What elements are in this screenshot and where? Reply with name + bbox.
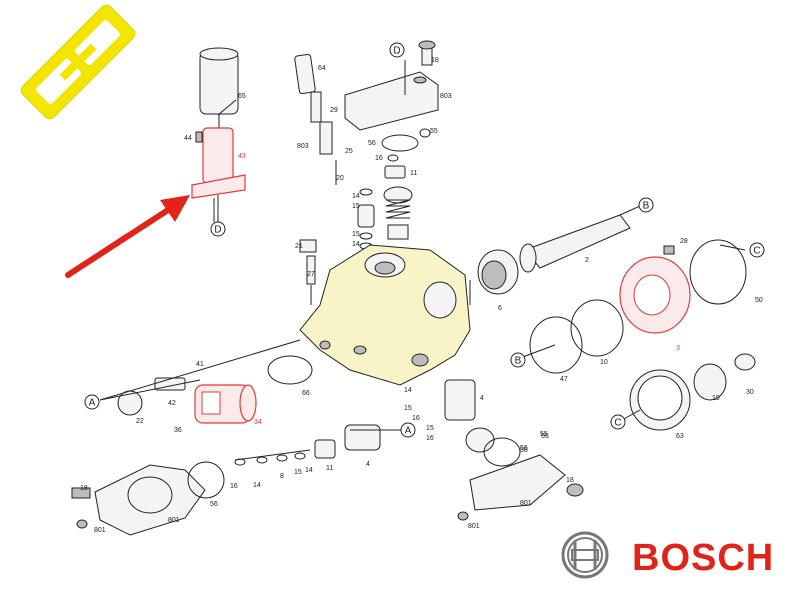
part-group-19-30-63 [629, 353, 756, 431]
svg-text:D: D [214, 225, 221, 236]
part-label-66: 66 [302, 390, 310, 397]
part-group-bottom-left-plate [71, 461, 225, 536]
part-label-4: 4 [366, 461, 370, 468]
part-label-8: 8 [280, 473, 284, 480]
part-group-bottom-right-plate [444, 379, 584, 521]
part-label-42: 42 [168, 400, 176, 407]
part-label-64: 64 [318, 65, 326, 72]
part-label-15: 15 [294, 469, 302, 476]
part-label-3: 3 [676, 345, 680, 352]
part-label-21: 21 [295, 243, 303, 250]
part-number-labels: 6544431864803298032556551611201415151421… [80, 57, 763, 534]
part-label-19: 19 [712, 395, 720, 402]
bosch-brand: BOSCH [561, 531, 774, 579]
part-label-30: 30 [746, 389, 754, 396]
part-label-2: 2 [585, 257, 589, 264]
part-label-29: 29 [330, 107, 338, 114]
part-label-801: 801 [168, 517, 180, 524]
part-label-803: 803 [440, 93, 452, 100]
part-label-22: 22 [136, 418, 144, 425]
svg-text:B: B [643, 201, 650, 212]
part-label-10: 10 [600, 359, 608, 366]
part-label-65: 65 [238, 93, 246, 100]
part-label-56: 56 [520, 445, 528, 452]
part-group-3-flange [619, 239, 747, 334]
callout-d2: D [210, 221, 226, 237]
part-label-56: 56 [368, 140, 376, 147]
part-label-14: 14 [253, 482, 261, 489]
part-label-801: 801 [468, 523, 480, 530]
svg-text:C: C [614, 418, 621, 429]
part-label-25: 25 [345, 148, 353, 155]
part-label-15: 15 [426, 425, 434, 432]
part-label-11: 11 [410, 170, 417, 177]
part-label-20: 20 [336, 175, 344, 182]
part-label-27: 27 [307, 271, 315, 278]
part-label-16: 16 [230, 483, 238, 490]
part-label-55: 55 [430, 128, 438, 135]
part-label-15: 15 [404, 405, 412, 412]
part-label-47: 47 [560, 376, 568, 383]
part-group-65-43 [191, 47, 246, 222]
bosch-wordmark: BOSCH [632, 537, 774, 579]
part-label-50: 50 [755, 297, 763, 304]
part-label-28: 28 [680, 238, 688, 245]
part-label-36: 36 [174, 427, 182, 434]
part-label-56: 56 [210, 501, 218, 508]
part-label-34: 34 [254, 419, 262, 426]
part-group-top-cover [294, 40, 439, 250]
callout-a1: A [84, 394, 100, 410]
callout-d1: D [389, 42, 405, 58]
callout-a2: A [400, 422, 416, 438]
part-label-56: 56 [520, 447, 528, 454]
part-label-15: 15 [352, 231, 360, 238]
part-label-14: 14 [352, 193, 360, 200]
svg-text:D: D [393, 46, 400, 57]
part-label-41: 41 [196, 361, 204, 368]
part-label-63: 63 [676, 433, 684, 440]
part-label-55: 55 [541, 433, 549, 440]
part-label-15: 15 [352, 203, 360, 210]
part-label-803: 803 [297, 143, 309, 150]
part-group-rings-47-10 [529, 299, 624, 374]
callout-b2: B [510, 352, 526, 368]
part-label-801: 801 [520, 500, 532, 507]
svg-text:C: C [753, 246, 760, 257]
part-label-18: 18 [431, 57, 439, 64]
part-group-34-solenoid [117, 355, 313, 424]
part-label-18: 18 [80, 485, 88, 492]
part-label-11: 11 [326, 465, 333, 472]
part-label-14: 14 [352, 241, 360, 248]
part-label-6: 6 [498, 305, 502, 312]
callout-c1: C [749, 242, 765, 258]
part-label-44: 44 [184, 135, 192, 142]
part-label-43: 43 [238, 153, 246, 160]
yellow-chain-link-logo-icon [20, 4, 136, 120]
svg-text:B: B [515, 356, 522, 367]
drive-shaft-group [469, 214, 631, 305]
part-label-16: 16 [375, 155, 383, 162]
svg-text:A: A [89, 398, 96, 409]
svg-text:A: A [405, 426, 412, 437]
callout-c2: C [610, 414, 626, 430]
part-label-14: 14 [305, 467, 313, 474]
part-label-16: 16 [426, 435, 434, 442]
part-label-14: 14 [404, 387, 412, 394]
callout-b1: B [638, 197, 654, 213]
pump-housing [299, 239, 471, 386]
leader-lines [99, 60, 746, 431]
part-label-16: 16 [412, 415, 420, 422]
part-label-4: 4 [480, 395, 484, 402]
part-group-plunger-4-11 [234, 424, 381, 466]
part-label-55: 55 [540, 431, 548, 438]
red-pointer-arrow-icon [65, 195, 190, 278]
bosch-armature-logo-icon [561, 531, 609, 579]
part-label-18: 18 [566, 477, 574, 484]
part-label-801: 801 [94, 527, 106, 534]
